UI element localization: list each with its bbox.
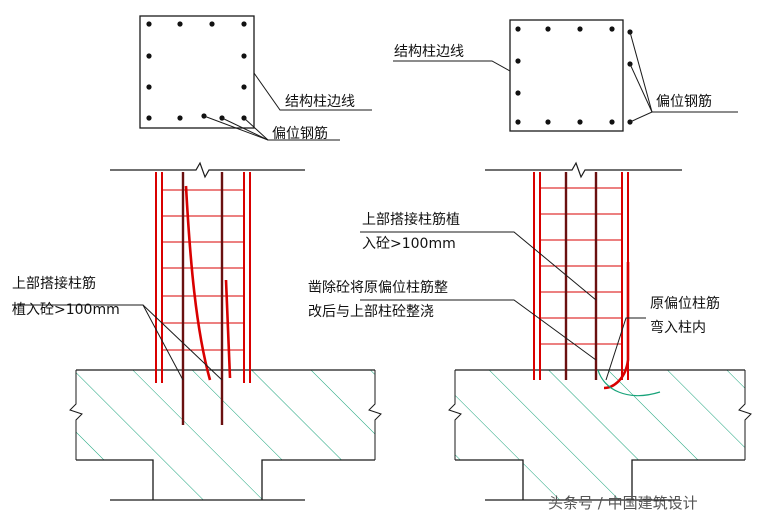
right-elevation	[360, 161, 752, 501]
left-elev-label-line1: 上部搭接柱筋	[12, 276, 96, 292]
right-elev-top-label-line2: 入砼>100mm	[362, 236, 456, 252]
left-section-edge-label: 结构柱边线	[285, 94, 355, 110]
left-column-section	[139, 15, 372, 141]
right-section-offset-label: 偏位钢筋	[656, 94, 712, 110]
right-column-section	[393, 19, 738, 132]
right-elev-mid-label-line2: 改后与上部柱砼整浇	[308, 304, 434, 320]
right-section-edge-label: 结构柱边线	[394, 44, 464, 60]
watermark: 头条号 / 中国建筑设计	[548, 494, 698, 512]
left-elevation	[12, 161, 382, 501]
left-section-offset-label: 偏位钢筋	[272, 126, 328, 142]
right-elev-top-label-line1: 上部搭接柱筋植	[362, 212, 460, 228]
left-elev-label-line2: 植入砼>100mm	[12, 302, 120, 318]
right-elev-bend-label-line1: 原偏位柱筋	[650, 296, 720, 312]
right-elev-bend-label-line2: 弯入柱内	[650, 320, 706, 336]
right-elev-mid-label-line1: 凿除砼将原偏位柱筋整	[308, 280, 448, 296]
